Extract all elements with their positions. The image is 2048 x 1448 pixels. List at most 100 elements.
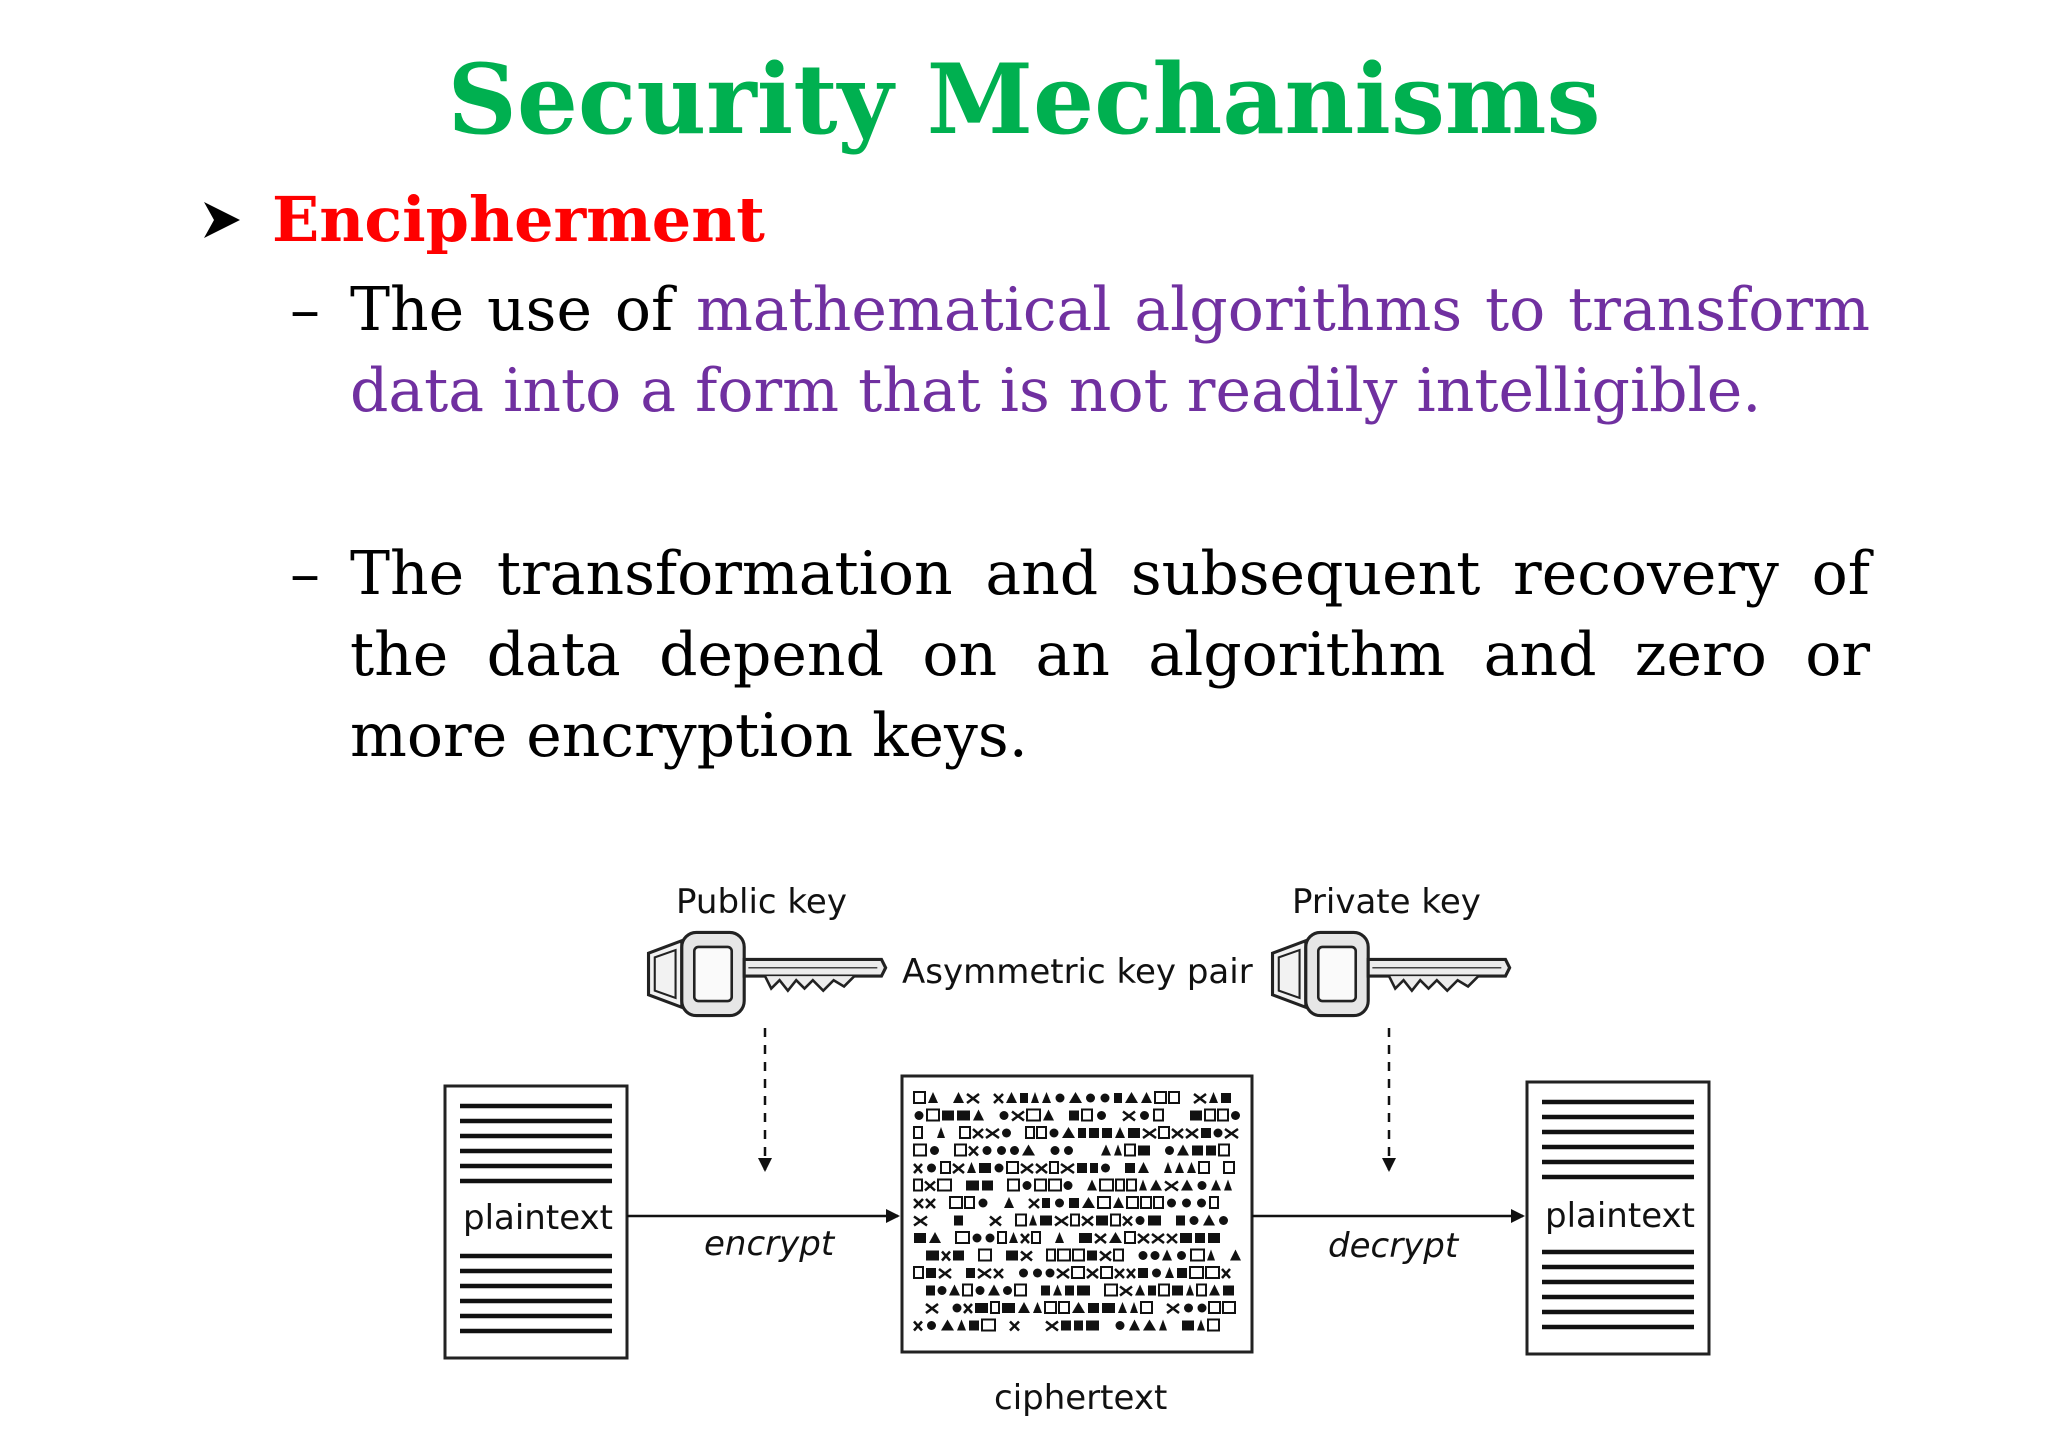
cipher-glyph	[1213, 1128, 1223, 1138]
cipher-glyph	[1122, 1110, 1136, 1122]
cipher-glyph	[913, 1266, 924, 1279]
cipher-glyph	[913, 1163, 923, 1174]
cipher-glyph	[1006, 1250, 1018, 1261]
cipher-glyph	[1224, 1179, 1232, 1191]
cipher-glyph	[964, 1196, 975, 1209]
cipher-glyph	[1004, 1197, 1014, 1208]
cipher-glyph	[1196, 1283, 1207, 1297]
cipher-glyph	[1177, 1251, 1186, 1260]
cipher-glyph	[985, 1127, 1000, 1140]
cipher-glyph	[1042, 1198, 1050, 1208]
cipher-glyph	[957, 1110, 970, 1121]
cipher-glyph	[1185, 1128, 1199, 1139]
cipher-glyph	[1197, 1303, 1207, 1313]
cipher-glyph	[967, 1162, 976, 1173]
cipher-glyph	[937, 1286, 947, 1295]
cipher-glyph	[1122, 1215, 1133, 1227]
plaintext-document-icon	[443, 1084, 629, 1360]
cipher-glyph	[968, 1145, 979, 1157]
cipher-glyph	[1140, 1111, 1149, 1120]
cipher-glyph	[1141, 1092, 1152, 1103]
cipher-glyph	[1087, 1250, 1097, 1261]
cipher-glyph	[988, 1284, 1000, 1296]
cipher-glyph	[1231, 1111, 1240, 1120]
cipher-glyph	[1101, 1144, 1111, 1156]
dash-marker: –	[290, 539, 320, 609]
cipher-glyph	[1002, 1128, 1011, 1138]
cipher-glyph	[913, 1198, 924, 1209]
cipher-glyph	[979, 1163, 991, 1173]
cipher-glyph	[1077, 1163, 1087, 1173]
cipher-glyph	[1119, 1285, 1133, 1297]
cipher-glyph	[1125, 1163, 1135, 1173]
cipher-glyph	[1139, 1179, 1147, 1191]
cipher-glyph	[1009, 1232, 1018, 1243]
cipher-glyph	[927, 1321, 936, 1330]
cipher-glyph	[1181, 1179, 1193, 1191]
cipher-glyph	[1113, 1197, 1124, 1208]
cipher-glyph	[1022, 1144, 1035, 1156]
cipher-glyph	[1118, 1302, 1127, 1313]
encrypt-label: encrypt	[704, 1224, 835, 1264]
cipher-glyph	[990, 1301, 1000, 1314]
cipher-glyph	[1150, 1251, 1160, 1260]
cipher-glyph	[997, 1146, 1006, 1155]
cipher-glyph	[1166, 1233, 1178, 1244]
cipher-glyph	[1097, 1196, 1111, 1209]
cipher-glyph	[1203, 1214, 1215, 1226]
cipher-glyph	[1189, 1216, 1199, 1225]
cipher-glyph	[1072, 1248, 1085, 1262]
cipher-glyph	[937, 1178, 952, 1192]
cipher-glyph	[926, 1268, 936, 1278]
cipher-glyph	[1126, 1196, 1139, 1209]
cipher-glyph	[1031, 1092, 1039, 1103]
cipher-glyph	[1058, 1301, 1070, 1314]
cipher-glyph	[993, 1268, 1004, 1279]
cipher-glyph	[949, 1284, 960, 1296]
cipher-glyph	[1153, 1108, 1164, 1122]
cipher-glyph	[1035, 1163, 1048, 1174]
cipher-glyph	[1176, 1215, 1185, 1226]
cipher-glyph	[1048, 1178, 1062, 1192]
public-key-icon	[646, 930, 888, 1018]
cipher-glyph	[999, 1111, 1009, 1120]
cipher-glyph	[969, 1320, 979, 1331]
cipher-glyph	[1114, 1268, 1125, 1279]
cipher-glyph	[1143, 1319, 1156, 1331]
cipher-glyph	[1218, 1143, 1230, 1157]
cipher-glyph	[982, 1180, 993, 1191]
cipher-glyph	[1020, 1093, 1028, 1103]
cipher-glyph	[1209, 1284, 1220, 1296]
cipher-glyph	[1206, 1145, 1216, 1156]
cipher-glyph	[1128, 1128, 1140, 1138]
cipher-glyph	[989, 1215, 1002, 1227]
cipher-glyph	[1189, 1266, 1204, 1279]
cipher-glyph	[1060, 1162, 1075, 1175]
cipher-glyph	[1002, 1303, 1015, 1313]
cipher-glyph	[1087, 1179, 1097, 1191]
cipher-glyph	[955, 1231, 970, 1244]
cipher-glyph	[981, 1318, 996, 1332]
cipher-glyph	[1172, 1285, 1183, 1296]
cipher-glyph	[1197, 1319, 1205, 1331]
cipher-glyph	[972, 1233, 982, 1243]
cipher-glyph	[1003, 1286, 1012, 1295]
cipher-glyph	[994, 1163, 1004, 1173]
private-key-label: Private key	[1292, 882, 1481, 922]
cipher-glyph	[954, 1143, 967, 1157]
cipher-glyph	[1054, 1215, 1069, 1227]
cipher-glyph	[1010, 1146, 1019, 1155]
cipher-glyph	[1153, 1196, 1164, 1209]
cipher-glyph	[1100, 1093, 1110, 1103]
cipher-glyph	[913, 1215, 928, 1227]
cipher-glyph	[1081, 1108, 1093, 1122]
cipher-glyph	[928, 1092, 938, 1103]
cipher-glyph	[1082, 1197, 1095, 1208]
cipher-glyph	[1040, 1215, 1052, 1226]
cipher-glyph	[1034, 1178, 1047, 1192]
cipher-glyph	[1208, 1233, 1220, 1243]
cipher-glyph	[1069, 1198, 1079, 1208]
cipher-glyph	[1195, 1233, 1205, 1243]
cipher-glyph	[1055, 1232, 1064, 1243]
